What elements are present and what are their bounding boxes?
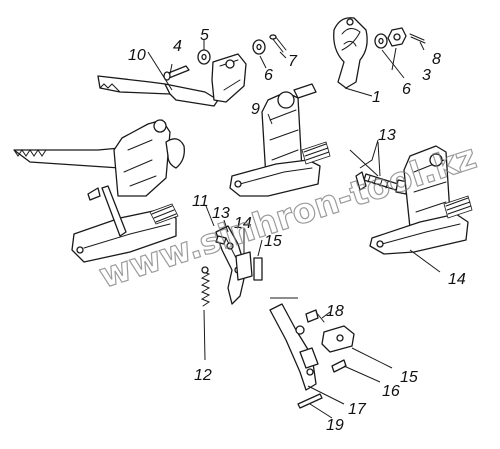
callout-13: 13	[378, 127, 396, 144]
callout-14: 14	[448, 271, 466, 288]
callout-10: 10	[128, 47, 146, 64]
callout-8: 8	[432, 51, 441, 68]
spring-part	[200, 266, 211, 307]
callout-1: 1	[372, 89, 381, 106]
callout-6: 6	[402, 81, 411, 98]
leader-lines	[147, 40, 441, 419]
callout-15: 15	[400, 369, 418, 386]
callout-5: 5	[200, 27, 209, 44]
callout-9: 9	[251, 101, 260, 118]
washer-part	[252, 39, 266, 55]
callout-13: 13	[212, 205, 230, 222]
callout-18: 18	[326, 303, 344, 320]
pedal-bracket-assembly	[13, 119, 185, 263]
nut-part	[387, 27, 407, 47]
callout-labels: 1 3 4 5 6 6 7 8 9 10 11 12 13 13 14 14 1…	[128, 27, 466, 434]
pin-part	[215, 235, 263, 281]
callout-15: 15	[264, 233, 282, 250]
pin-part	[297, 393, 323, 409]
callout-14: 14	[234, 215, 252, 232]
lever-link-part	[215, 225, 253, 305]
bracket-part	[229, 83, 331, 197]
callout-3: 3	[422, 67, 431, 84]
pin-part	[331, 359, 347, 373]
callout-7: 7	[288, 53, 298, 70]
callout-16: 16	[382, 383, 400, 400]
clip-part	[321, 325, 355, 353]
pin-part	[305, 309, 325, 323]
cotter-pin-part	[269, 34, 287, 53]
pin-part	[163, 65, 190, 81]
callout-17: 17	[348, 401, 367, 418]
cotter-pin-part	[409, 33, 426, 44]
lever-part	[269, 303, 319, 391]
callout-19: 19	[326, 417, 344, 434]
washer-part	[197, 49, 211, 65]
pedal-part	[97, 53, 247, 107]
callout-6: 6	[264, 67, 273, 84]
callout-12: 12	[194, 367, 212, 384]
callout-11: 11	[192, 193, 209, 210]
bracket-part	[369, 145, 473, 255]
washer-part	[374, 33, 388, 49]
callout-4: 4	[173, 38, 182, 55]
lever-part	[333, 17, 368, 89]
